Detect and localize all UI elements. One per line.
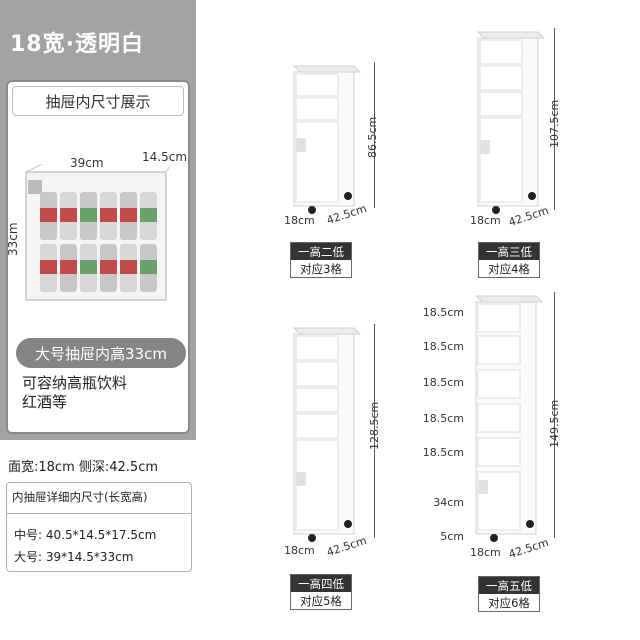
spec-medium: 中号: 40.5*14.5*17.5cm [14, 528, 157, 542]
unit-4-row-3: 18.5cm [422, 376, 464, 389]
unit-3-label-bottom: 对应5格 [291, 592, 351, 609]
unit-4-row-5: 18.5cm [422, 446, 464, 459]
can-label-graphic [80, 208, 97, 222]
unit-2-label-top: 一高三低 [479, 243, 539, 260]
drawer-with-cans-image [25, 164, 171, 301]
spec-box [6, 482, 192, 572]
spec-heading: 内抽屉详细内尺寸(长宽高) [12, 490, 148, 504]
unit-4-label-bottom: 对应6格 [479, 594, 539, 611]
unit-3-label-top: 一高四低 [291, 575, 351, 592]
capacity-text: 可容纳高瓶饮料 红酒等 [22, 374, 127, 412]
page-title: 18宽·透明白 [10, 32, 144, 57]
capacity-line-1: 可容纳高瓶饮料 [22, 374, 128, 392]
unit-2-label: 一高三低 对应4格 [478, 242, 540, 278]
unit-2-height-line [554, 28, 555, 210]
unit-4-label-top: 一高五低 [479, 577, 539, 594]
unit-3-width: 18cm [284, 544, 315, 557]
spec-divider [6, 513, 192, 514]
can-label-graphic [100, 208, 117, 222]
can-label-graphic [140, 260, 157, 274]
capacity-line-2: 红酒等 [22, 393, 68, 411]
can-label-graphic [80, 260, 97, 274]
dim-depth-label: 14.5cm [142, 150, 188, 164]
unit-1-height-line [374, 62, 375, 208]
unit-1-label: 一高二低 对应3格 [290, 242, 352, 278]
cabinet-unit-2-image [476, 31, 546, 214]
can-label-graphic [60, 260, 77, 274]
spec-large: 大号: 39*14.5*33cm [14, 550, 134, 564]
can-label-graphic [100, 260, 117, 274]
unit-1-height: 86.5cm [366, 116, 379, 158]
can-label-graphic [120, 208, 137, 222]
unit-4-height: 149.5cm [548, 399, 561, 448]
spec-area [0, 440, 196, 640]
unit-1-width: 18cm [284, 214, 315, 227]
can-label-graphic [120, 260, 137, 274]
face-depth-text: 面宽:18cm 侧深:42.5cm [8, 460, 159, 475]
cabinet-unit-4-image [474, 295, 544, 542]
can-label-graphic [60, 208, 77, 222]
dim-height-label: 33cm [6, 222, 20, 256]
unit-2-width: 18cm [470, 214, 501, 227]
cabinet-unit-3-image [292, 327, 362, 542]
unit-2-label-bottom: 对应4格 [479, 260, 539, 277]
unit-2-height: 107.5cm [548, 99, 561, 148]
dim-width-label: 39cm [70, 156, 104, 170]
drawer-size-heading: 抽屉内尺寸展示 [12, 86, 184, 116]
unit-4-label: 一高五低 对应6格 [478, 576, 540, 612]
unit-4-row-4: 18.5cm [422, 412, 464, 425]
unit-3-label: 一高四低 对应5格 [290, 574, 352, 610]
unit-1-label-top: 一高二低 [291, 243, 351, 260]
unit-4-height-line [554, 292, 555, 538]
unit-4-row-7: 5cm [440, 530, 464, 543]
unit-4-row-1: 18.5cm [422, 306, 464, 319]
unit-4-row-6: 34cm [433, 496, 464, 509]
can-label-graphic [140, 208, 157, 222]
unit-4-row-2: 18.5cm [422, 340, 464, 353]
cabinet-unit-1-image [292, 65, 362, 214]
unit-3-height-line [374, 324, 375, 538]
can-label-graphic [40, 208, 57, 222]
unit-1-label-bottom: 对应3格 [291, 260, 351, 277]
drawer-height-badge: 大号抽屉内高33cm [16, 338, 186, 368]
unit-4-width: 18cm [470, 546, 501, 559]
unit-3-height: 128.5cm [368, 401, 381, 450]
can-label-graphic [40, 260, 57, 274]
